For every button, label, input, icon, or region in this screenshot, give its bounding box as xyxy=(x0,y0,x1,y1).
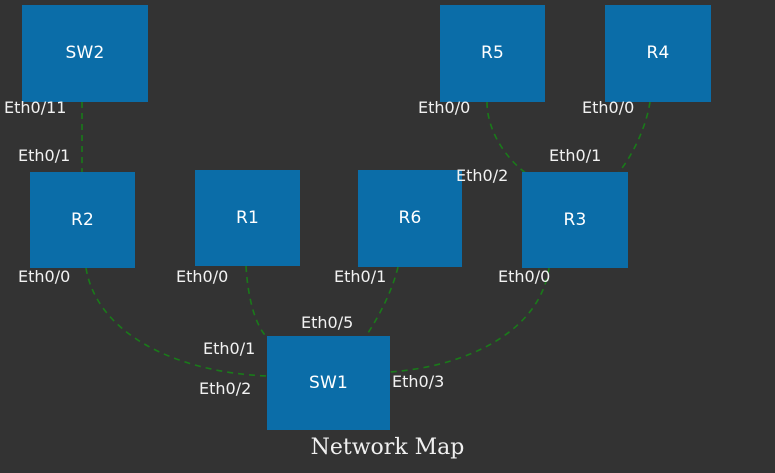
link-r5-r3 xyxy=(486,101,528,175)
node-label: R5 xyxy=(480,43,505,63)
link-r1-sw1 xyxy=(245,265,272,342)
port-label-sw1-eth0-2: Eth0/2 xyxy=(199,379,252,398)
port-label-sw2-eth0-11: Eth0/11 xyxy=(4,98,67,117)
port-label-sw1-eth0-5: Eth0/5 xyxy=(301,313,354,332)
node-label: R1 xyxy=(235,207,260,228)
node-r3[interactable]: R3 xyxy=(522,172,628,268)
port-label-r3-eth0-1: Eth0/1 xyxy=(549,146,602,165)
port-label-r3-eth0-0: Eth0/0 xyxy=(498,267,551,286)
node-label: R3 xyxy=(563,209,587,230)
node-label: R4 xyxy=(646,43,670,63)
node-sw1[interactable]: SW1 xyxy=(267,336,390,430)
port-label-r4-eth0-0: Eth0/0 xyxy=(582,98,635,117)
node-label: R2 xyxy=(70,209,95,230)
node-label: R6 xyxy=(398,208,422,228)
map-title: Network Map xyxy=(310,435,465,460)
port-label-r2-eth0-1: Eth0/1 xyxy=(18,146,71,165)
node-r1[interactable]: R1 xyxy=(195,170,300,266)
node-r2[interactable]: R2 xyxy=(30,172,135,268)
node-sw2[interactable]: SW2 xyxy=(22,5,148,102)
port-label-r1-eth0-0: Eth0/0 xyxy=(176,267,229,286)
node-r4[interactable]: R4 xyxy=(605,5,711,102)
port-label-sw1-eth0-1: Eth0/1 xyxy=(203,339,256,358)
port-label-sw1-eth0-3: Eth0/3 xyxy=(392,372,445,391)
node-r6[interactable]: R6 xyxy=(358,170,462,267)
node-r5[interactable]: R5 xyxy=(440,5,545,102)
port-label-r2-eth0-0: Eth0/0 xyxy=(18,267,71,286)
node-label: SW1 xyxy=(308,372,349,393)
port-label-r3-eth0-2: Eth0/2 xyxy=(456,166,509,185)
port-label-r6-eth0-1: Eth0/1 xyxy=(334,267,387,286)
port-label-r5-eth0-0: Eth0/0 xyxy=(418,98,471,117)
node-label: SW2 xyxy=(65,43,105,63)
